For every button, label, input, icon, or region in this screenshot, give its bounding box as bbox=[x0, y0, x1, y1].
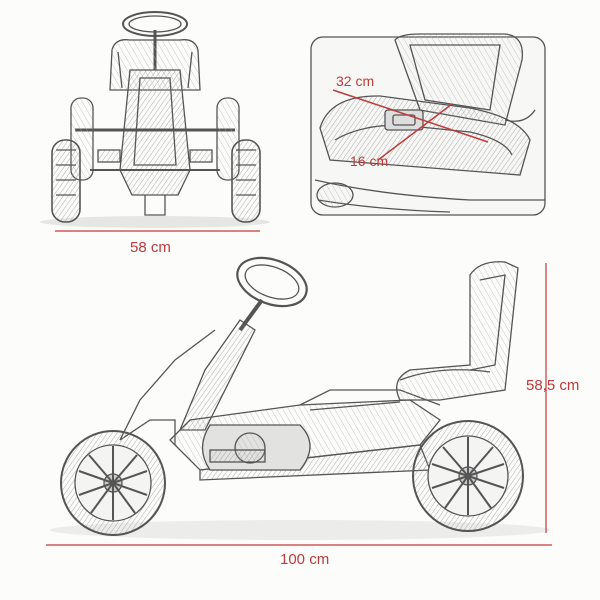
front-view-sketch bbox=[40, 11, 270, 228]
total-length-label: 100 cm bbox=[280, 551, 330, 568]
seat-depth-label: 32 cm bbox=[336, 73, 375, 89]
seat-depth-dimension-line bbox=[332, 89, 489, 143]
seat-width-dimension-line bbox=[377, 103, 453, 161]
seat-detail-panel bbox=[310, 33, 546, 216]
front-width-label: 58 cm bbox=[130, 239, 171, 256]
total-height-label: 58,5 cm bbox=[526, 377, 580, 394]
side-view-sketch bbox=[50, 256, 550, 540]
seat-width-label: 16 cm bbox=[350, 153, 389, 169]
